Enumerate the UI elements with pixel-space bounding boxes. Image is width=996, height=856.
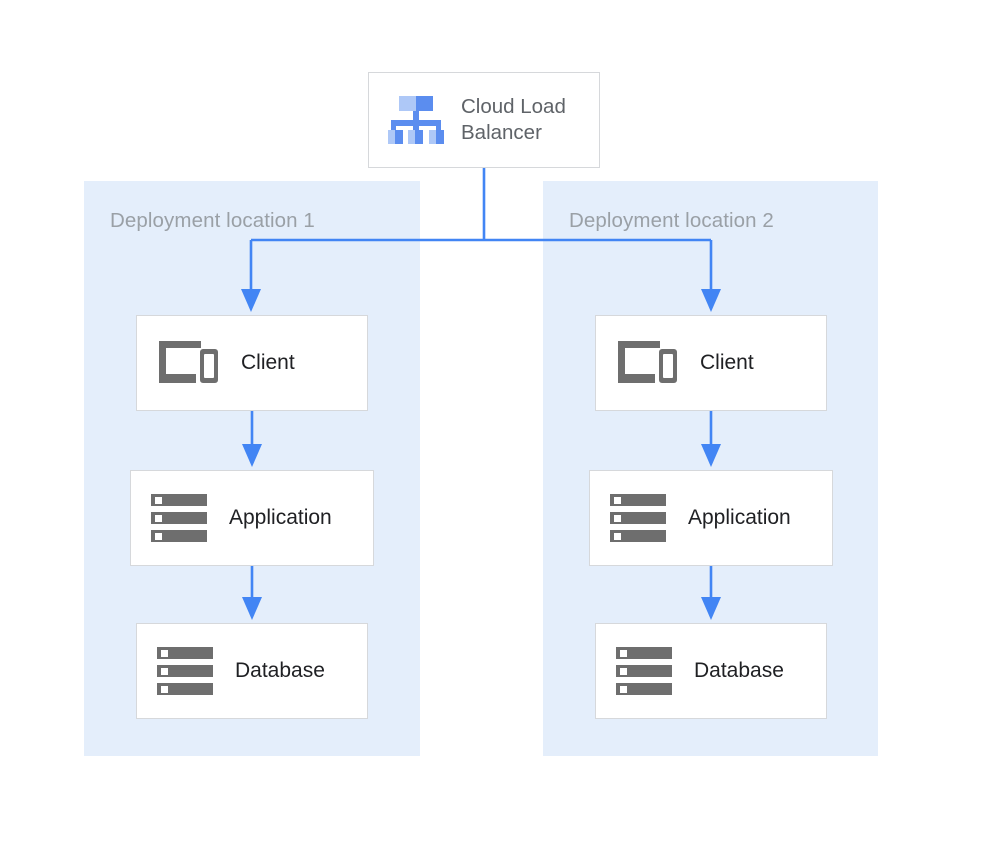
server-stack-row — [157, 647, 213, 659]
node-application-2-label: Application — [688, 506, 791, 529]
node-load-balancer[interactable]: Cloud Load Balancer — [368, 72, 600, 168]
cloud-load-balancer-icon — [388, 96, 444, 144]
node-application-1[interactable]: Application — [130, 470, 374, 566]
server-stack-row — [157, 683, 213, 695]
node-client-1-label: Client — [241, 351, 295, 374]
server-stack-row — [610, 530, 666, 542]
server-stack-row — [610, 494, 666, 506]
server-stack-row — [616, 647, 672, 659]
node-client-1[interactable]: Client — [136, 315, 368, 411]
server-stack-row — [157, 665, 213, 677]
server-stack-row — [616, 665, 672, 677]
server-stack-icon — [151, 494, 207, 542]
zone-2-label: Deployment location 2 — [569, 209, 774, 232]
server-stack-icon — [157, 647, 213, 695]
node-database-1-label: Database — [235, 659, 325, 682]
node-client-2-label: Client — [700, 351, 754, 374]
server-stack-icon — [610, 494, 666, 542]
server-stack-row — [151, 530, 207, 542]
node-database-2-label: Database — [694, 659, 784, 682]
zone-1-label: Deployment location 1 — [110, 209, 315, 232]
server-stack-row — [151, 494, 207, 506]
node-client-2[interactable]: Client — [595, 315, 827, 411]
node-application-2[interactable]: Application — [589, 470, 833, 566]
server-stack-row — [151, 512, 207, 524]
node-load-balancer-label: Cloud Load Balancer — [461, 95, 566, 144]
node-database-2[interactable]: Database — [595, 623, 827, 719]
node-database-1[interactable]: Database — [136, 623, 368, 719]
server-stack-row — [616, 683, 672, 695]
client-devices-icon — [618, 341, 677, 383]
client-devices-icon — [159, 341, 218, 383]
server-stack-row — [610, 512, 666, 524]
server-stack-icon — [616, 647, 672, 695]
node-application-1-label: Application — [229, 506, 332, 529]
